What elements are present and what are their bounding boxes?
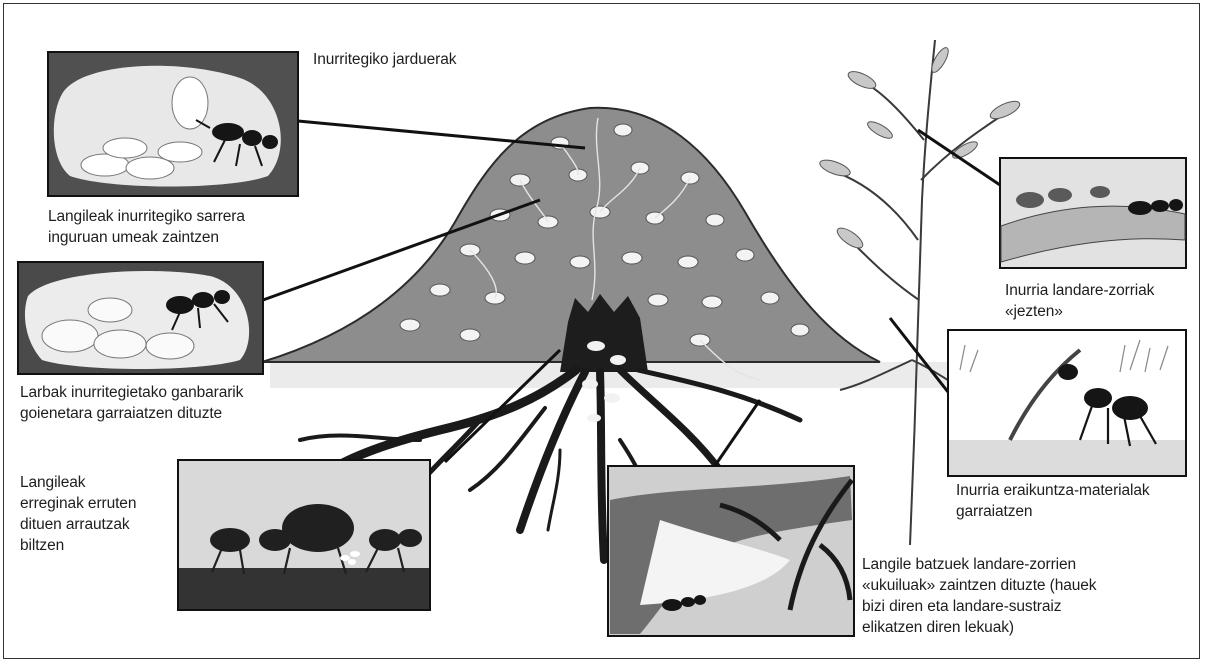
caption-aphid-stables: Langile batzuek landare-zorrien «ukuilua… (862, 554, 1096, 638)
inset-aphid-stables (608, 466, 854, 636)
inset-egg-collection (178, 460, 430, 610)
caption-larvae-transport: Larbak inurritegietako ganbararik goiene… (20, 382, 243, 424)
caption-material-transport: Inurria eraikuntza-materialak garraiatze… (956, 480, 1150, 522)
diagram-title: Inurritegiko jarduerak (313, 49, 456, 70)
inset-aphid-milking (1000, 158, 1186, 268)
inset-brood-care (48, 52, 298, 196)
plant-leaves (818, 45, 1022, 251)
caption-brood-care: Langileak inurritegiko sarrera inguruan … (48, 206, 245, 248)
inset-larvae-transport (18, 262, 263, 374)
caption-egg-collection: Langileak erreginak erruten dituen arrau… (20, 472, 136, 556)
caption-aphid-milking: Inurria landare-zorriak «jezten» (1005, 280, 1154, 322)
inset-material-transport (948, 330, 1186, 476)
